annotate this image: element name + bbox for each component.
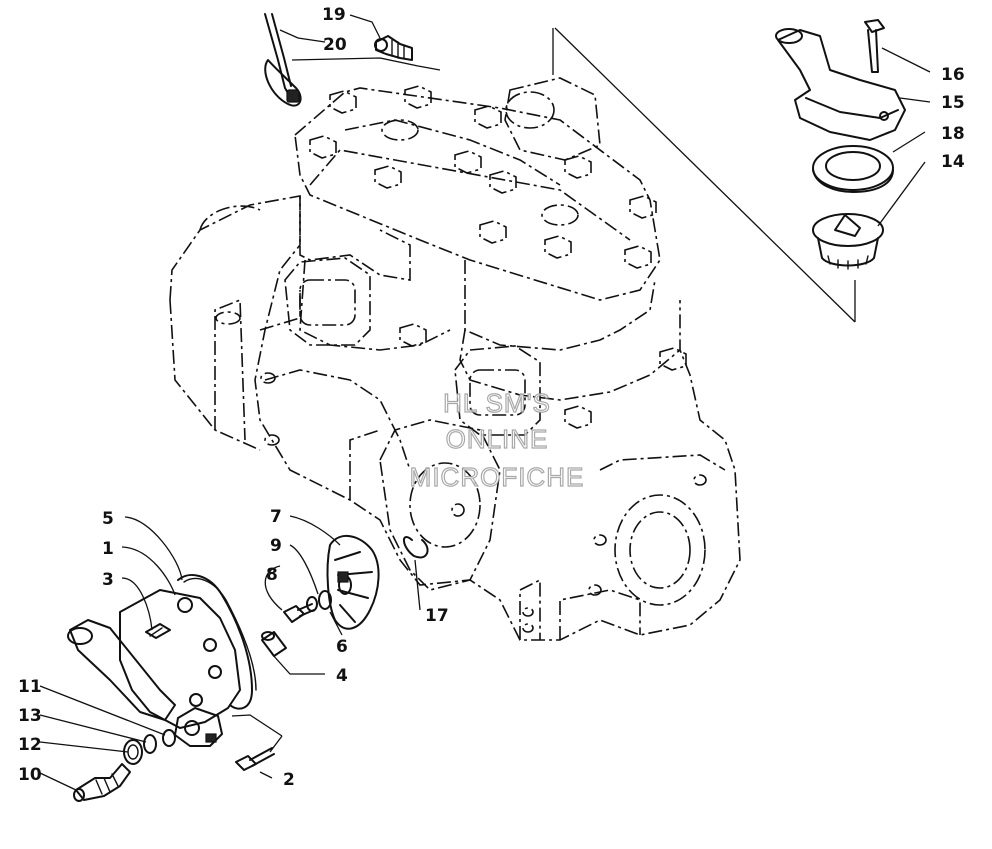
label-3: 3: [102, 570, 114, 590]
label-10: 10: [18, 765, 42, 785]
watermark-line-1: HL SM'S: [443, 388, 551, 418]
part-13-oring: [143, 734, 157, 754]
label-15: 15: [941, 93, 965, 113]
label-17: 17: [425, 606, 449, 626]
label-14: 14: [941, 152, 965, 172]
leader-lines: [39, 14, 931, 791]
label-20: 20: [323, 35, 347, 55]
part-1-pump-housing: [67, 589, 241, 747]
part-11-washer: [162, 729, 176, 747]
part-10-fitting: [73, 763, 131, 802]
part-3-screw: [145, 623, 171, 639]
part-19-fitting: [374, 35, 413, 61]
watermark: HL SM'S ONLINE MICROFICHE: [409, 387, 585, 492]
label-4: 4: [336, 666, 348, 686]
part-2-bolt: [235, 747, 275, 771]
part-15-thermostat-housing: [775, 28, 906, 141]
watermark-line-2: ONLINE: [446, 424, 549, 454]
label-6: 6: [336, 637, 348, 657]
engine-block-outline: [169, 77, 741, 641]
part-18-gasket: [812, 145, 894, 193]
part-9-washer: [318, 590, 332, 610]
label-13: 13: [18, 706, 42, 726]
part-20-dipstick: [264, 13, 302, 107]
label-11: 11: [18, 677, 42, 697]
label-19: 19: [322, 5, 346, 25]
part-14-thermostat: [812, 213, 884, 270]
label-16: 16: [941, 65, 965, 85]
part-8-bolt: [283, 603, 315, 623]
part-5-gasket: [177, 574, 257, 710]
part-4-spacer: [261, 631, 287, 657]
label-9: 9: [270, 536, 282, 556]
label-18: 18: [941, 124, 965, 144]
part-7-impeller: [326, 535, 380, 630]
label-5: 5: [102, 509, 114, 529]
label-2: 2: [283, 770, 295, 790]
part-labels: 19 20 16 15 18 14 5 1 3 11 13 12 10 2 7 …: [18, 5, 965, 790]
label-12: 12: [18, 735, 42, 755]
label-1: 1: [102, 539, 114, 559]
watermark-line-3: MICROFICHE: [410, 462, 585, 492]
head-bolts: [309, 85, 687, 429]
label-7: 7: [270, 507, 282, 527]
part-17-snap-ring: [403, 536, 429, 559]
part-16-bolt: [864, 19, 885, 73]
label-8: 8: [266, 565, 278, 585]
